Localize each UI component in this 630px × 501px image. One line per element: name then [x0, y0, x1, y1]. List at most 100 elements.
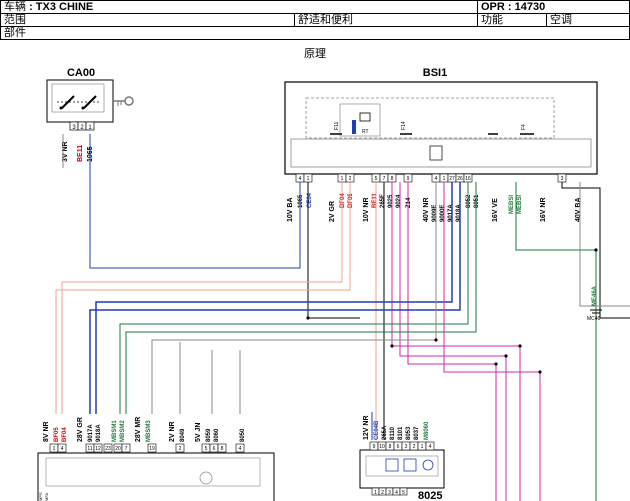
bsi-f14: F14 [401, 121, 407, 130]
mark-mps: MPS [38, 492, 43, 501]
c8025-pin: 8 [389, 444, 392, 450]
wire-9018a: 9018A [456, 204, 462, 222]
wire-1065: 1065 [298, 194, 304, 208]
ll-wire-mbsm3: MBSM3 [146, 420, 152, 442]
ll-wire-8060: 8060 [214, 428, 220, 442]
c8025-pins: 9 10 8 6 3 2 1 4 1 2 3 4 5 [369, 441, 435, 496]
c8025-bpin: 1 [374, 490, 377, 496]
ll-wire-mbsm1: MBSM1 [112, 420, 118, 442]
c8025-bpin: 4 [395, 490, 398, 496]
part-label: 部件 [0, 26, 630, 40]
c8025-conn: 12V NR [363, 415, 370, 440]
ll-pin: 20 [115, 446, 121, 452]
ll-pin: 6 [213, 446, 216, 452]
ll-conn-28vgr: 28V GR [77, 417, 84, 442]
opr-label: OPR [481, 1, 505, 13]
ll-wire-9018a: 9018A [96, 424, 102, 442]
c8025-wire-8110: 8110 [390, 426, 396, 440]
bsi-wire-codes: 1065 CE04 BF04 BF05 BE11 265F 9025 9024 … [298, 192, 523, 222]
wire-bf05: BF05 [348, 193, 354, 208]
c8025-pin: 6 [397, 444, 400, 450]
ll-wire-8049: 8049 [180, 428, 186, 442]
ll-conn-8vnr: 8V NR [43, 421, 50, 442]
bsi-pin: 4 [435, 176, 438, 182]
ll-pin: 2 [179, 446, 182, 452]
wires [55, 134, 630, 501]
ll-pin: 23 [105, 446, 111, 452]
c8025-wire-m8060: M8060 [424, 421, 430, 440]
bsi-conn-16vnr: 16V NR [540, 197, 547, 222]
bsi1-box: F11 RT F14 F4 [284, 81, 598, 175]
wire-mebsi-1: MEBSI [509, 195, 515, 214]
c8025-pin: 10 [379, 444, 385, 450]
wire-bf04: BF04 [340, 193, 346, 208]
ll-pin: 7 [125, 446, 128, 452]
bsi-pin: 5 [375, 176, 378, 182]
scope-value: 舒适和便利 [294, 14, 353, 26]
header-table: 车辆 : TX3 CHINE OPR : 14730 范围舒适和便利 功能 空调… [0, 0, 630, 40]
ground-label: ME46A [592, 285, 598, 306]
ca00-pin-3: 3 [72, 125, 76, 131]
lower-left-pins: 1 4 11 12 23 20 7 19 2 5 6 8 4 [49, 443, 245, 453]
wire-be11: BE11 [372, 193, 378, 208]
ll-conn-28vmr: 28V MR [135, 417, 142, 442]
bsi-conn-40vba: 40V BA [575, 197, 582, 222]
lower-left-module [37, 452, 275, 501]
lower-left-wires: BF05 BF04 9017A 9018A MBSM1 MBSM2 MBSM3 … [54, 420, 246, 442]
bsi-pin: 4 [299, 176, 302, 182]
ll-wire-8059: 8059 [206, 428, 212, 442]
bsi-f4: F4 [521, 124, 527, 130]
function-value: 空调 [546, 13, 630, 27]
ca00-pin-2: 2 [80, 125, 84, 131]
ll-wire-bf05: BF05 [54, 427, 60, 442]
wire-8051: 8051 [474, 194, 480, 208]
wire-9024: 9024 [396, 194, 402, 208]
ca00-switch: 3 2 1 [46, 79, 114, 131]
scope-label: 范围 [4, 14, 26, 26]
ll-pin: 19 [149, 446, 155, 452]
wire-9025: 9025 [388, 194, 394, 208]
module-8025-title: 8025 [418, 490, 442, 501]
ca00-wire-3vnr: 3V NR [62, 141, 69, 162]
junction-dots [306, 248, 598, 374]
ll-conn-2vnr: 2V NR [169, 421, 176, 442]
c8025-bpin: 3 [388, 490, 391, 496]
ground-symbol: ME46A MC46 [587, 285, 602, 322]
c8025-bpin: 2 [381, 490, 384, 496]
ll-wire-8050: 8050 [240, 428, 246, 442]
bsi-pin: 1 [443, 176, 446, 182]
scope-cell: 范围 舒适和便利 [0, 13, 478, 27]
function-label: 功能 [477, 13, 547, 27]
c8025-wire-8101: 8101 [398, 426, 404, 440]
bsi-pin: 3 [561, 176, 564, 182]
c8025-wire-8037: 8037 [414, 426, 420, 440]
wire-mebsi-2: MEBSI [517, 195, 523, 214]
wire-9009e: 9009E [432, 205, 438, 222]
ll-conn-5vjn: 5V JN [195, 423, 202, 442]
ll-wire-mbsm2: MBSM2 [120, 420, 126, 442]
c8025-pin: 4 [429, 444, 432, 450]
c8025-pin: 9 [373, 444, 376, 450]
bsi-conn-16vve: 16V VE [492, 198, 499, 222]
vehicle-value: : TX3 CHINE [29, 1, 94, 13]
bsi-pin: 8 [391, 176, 394, 182]
vehicle-label: 车辆 [4, 1, 26, 13]
section-title: 原理 [304, 48, 326, 60]
ca00-title: CA00 [67, 67, 95, 79]
bsi-pin: 26 [457, 176, 463, 182]
wire-8052: 8052 [466, 194, 472, 208]
bsi-conn-2vgr: 2V GR [329, 201, 336, 222]
bsi-conn-10vba: 10V BA [287, 197, 294, 222]
bsi-pin: 2 [349, 176, 352, 182]
c8025-pin: 2 [413, 444, 416, 450]
bsi-pins: 4 1 1 2 5 7 8 9 4 1 27 26 16 3 [295, 173, 567, 183]
vehicle-cell: 车辆 : TX3 CHINE [0, 0, 478, 14]
bsi-pin: 1 [307, 176, 310, 182]
bsi-connectors: 10V BA 2V GR 10V NR 40V NR 16V VE 16V NR… [287, 197, 582, 222]
bsi-pin: 1 [341, 176, 344, 182]
bsi-pin: 16 [465, 176, 471, 182]
ca00-wire-be11: BE11 [77, 145, 84, 162]
wire-ce04: CE04 [307, 192, 313, 208]
ll-pin: 4 [239, 446, 242, 452]
c8025-wire-ce04b: CE04B [374, 420, 380, 440]
